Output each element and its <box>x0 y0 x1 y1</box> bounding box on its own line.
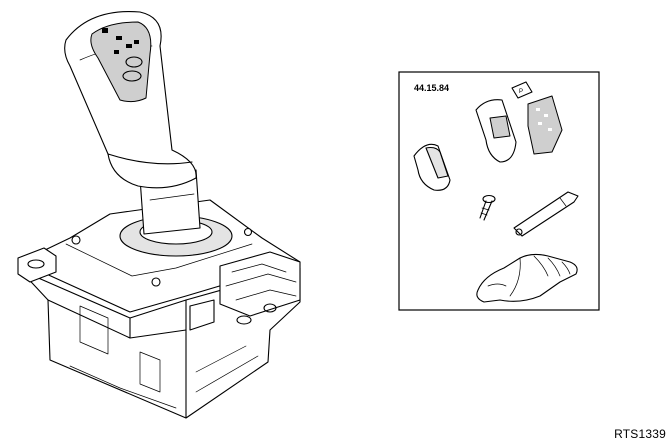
kit-park-cap: P <box>511 81 533 99</box>
illustration-reference-code: RTS1339 <box>614 427 666 441</box>
kit-indicator-marks-icon <box>536 108 552 131</box>
gear-selector-assembly <box>17 11 301 419</box>
kit-removal-tool <box>513 191 579 237</box>
service-kit-panel: 44.15.84 P <box>398 71 600 311</box>
kit-screw <box>479 194 496 221</box>
kit-knob-cap <box>413 143 451 191</box>
gear-knob <box>64 11 197 189</box>
svg-text:P: P <box>519 89 523 95</box>
selector-housing <box>17 199 301 419</box>
kit-gloves <box>476 253 578 303</box>
kit-trim-bezel-left <box>475 99 517 163</box>
kit-part-number: 44.15.84 <box>414 83 449 93</box>
gear-position-indicator-icon <box>102 28 143 82</box>
kit-indicator-bezel <box>527 95 563 155</box>
